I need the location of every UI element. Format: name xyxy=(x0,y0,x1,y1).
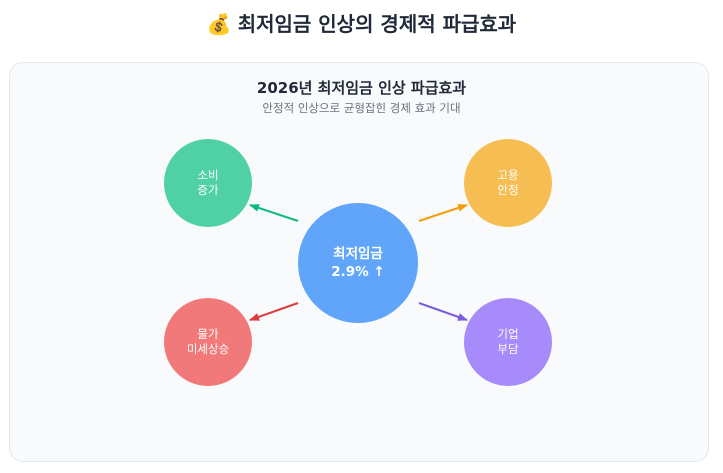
money-bag-icon: 💰 xyxy=(206,12,232,36)
node-employment-line1: 고용 xyxy=(497,168,519,182)
node-consumption-line1: 소비 xyxy=(197,168,219,182)
page-title: 💰최저임금 인상의 경제적 파급효과 xyxy=(0,10,723,38)
node-business: 기업 부담 xyxy=(464,298,552,386)
node-business-line2: 부담 xyxy=(497,342,519,356)
node-employment-line2: 안정 xyxy=(497,183,519,197)
node-center-line2: 2.9% ↑ xyxy=(331,264,385,280)
node-minimum-wage: 최저임금 2.9% ↑ xyxy=(298,203,418,323)
arrow-business xyxy=(418,302,468,321)
node-business-line1: 기업 xyxy=(497,327,519,341)
node-prices: 물가 미세상승 xyxy=(164,298,252,386)
node-prices-line2: 미세상승 xyxy=(186,342,230,356)
diagram-title: 2026년 최저임금 인상 파급효과 xyxy=(256,79,467,97)
node-employment: 고용 안정 xyxy=(464,139,552,227)
node-center-line1: 최저임금 xyxy=(333,246,383,262)
node-prices-line1: 물가 xyxy=(197,327,219,341)
node-consumption: 소비 증가 xyxy=(164,139,252,227)
node-consumption-line2: 증가 xyxy=(197,183,219,197)
arrow-prices xyxy=(249,302,299,321)
arrow-consumption xyxy=(249,204,299,222)
arrow-employment xyxy=(418,204,468,222)
diagram-subtitle: 안정적 인상으로 균형잡힌 경제 효과 기대 xyxy=(262,101,461,115)
page-title-text: 최저임금 인상의 경제적 파급효과 xyxy=(237,12,517,36)
